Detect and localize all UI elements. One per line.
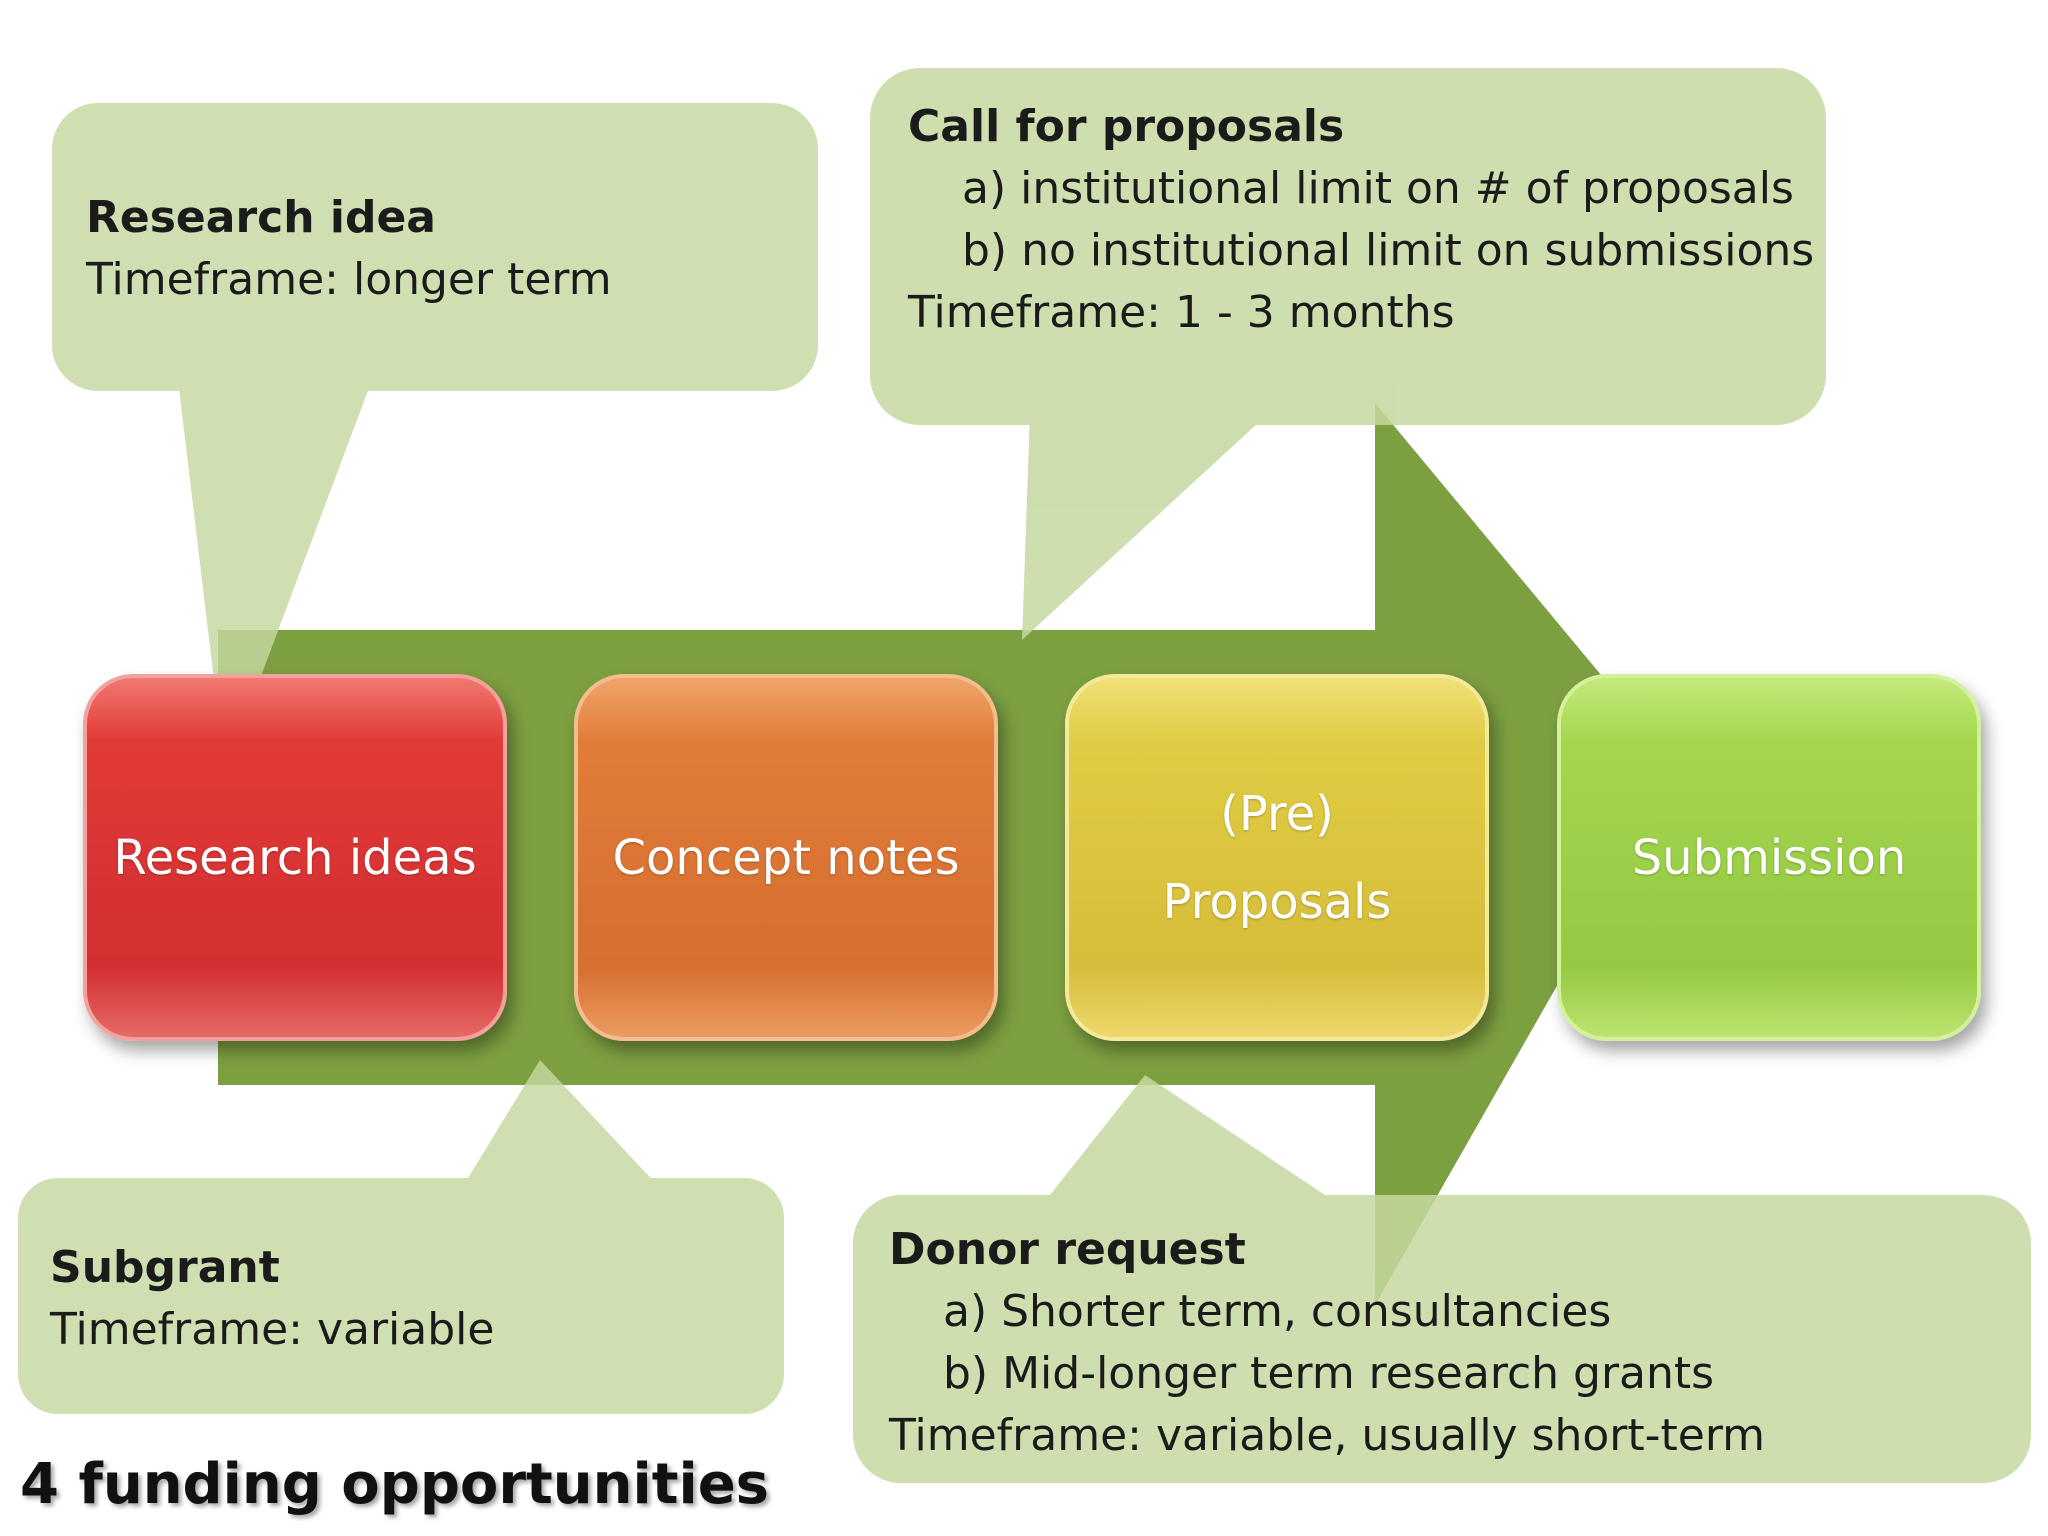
stage-proposals: (Pre) Proposals (1067, 676, 1487, 1039)
call-for-proposals-timeframe: Timeframe: 1 - 3 months (908, 287, 1455, 338)
call-for-proposals-item: b) no institutional limit on submissions (962, 225, 1815, 276)
call-for-proposals-item: a) institutional limit on # of proposals (962, 163, 1794, 214)
stage-label-line: Concept notes (612, 829, 960, 886)
donor-request-text: Donor request a) Shorter term, consultan… (889, 1219, 1765, 1467)
donor-request-title: Donor request (889, 1224, 1246, 1275)
research-idea-timeframe: Timeframe: longer term (86, 254, 612, 305)
callout-call-for-proposals (870, 68, 1826, 640)
donor-request-timeframe: Timeframe: variable, usually short-term (889, 1410, 1766, 1461)
stage-label-line: (Pre) (1220, 785, 1334, 842)
research-idea-text: Research idea Timeframe: longer term (86, 187, 612, 311)
callout-subgrant (18, 1060, 784, 1414)
call-for-proposals-text: Call for proposals a) institutional limi… (908, 96, 1814, 344)
stage-submission: Submission (1559, 676, 1979, 1039)
stage-proposals-box (1065, 674, 1489, 1041)
callout-donor-request (853, 1075, 2031, 1483)
stage-label-line: Proposals (1162, 873, 1392, 930)
stage-label-line: Research ideas (113, 829, 477, 886)
stage-label-line: Submission (1631, 829, 1907, 886)
subgrant-text: Subgrant Timeframe: variable (50, 1237, 494, 1361)
subgrant-timeframe: Timeframe: variable (50, 1304, 495, 1355)
stage-research-ideas: Research ideas (85, 676, 505, 1039)
call-for-proposals-title: Call for proposals (908, 101, 1345, 152)
subgrant-title: Subgrant (50, 1242, 280, 1293)
research-idea-title: Research idea (86, 192, 436, 243)
donor-request-item: a) Shorter term, consultancies (943, 1286, 1612, 1337)
donor-request-item: b) Mid-longer term research grants (943, 1348, 1715, 1399)
stage-concept-notes-box (574, 674, 998, 1041)
stage-research-ideas-box (83, 674, 507, 1041)
footer-title: 4 funding opportunities (20, 1452, 769, 1517)
stage-submission-box (1557, 674, 1981, 1041)
stage-concept-notes: Concept notes (576, 676, 996, 1039)
